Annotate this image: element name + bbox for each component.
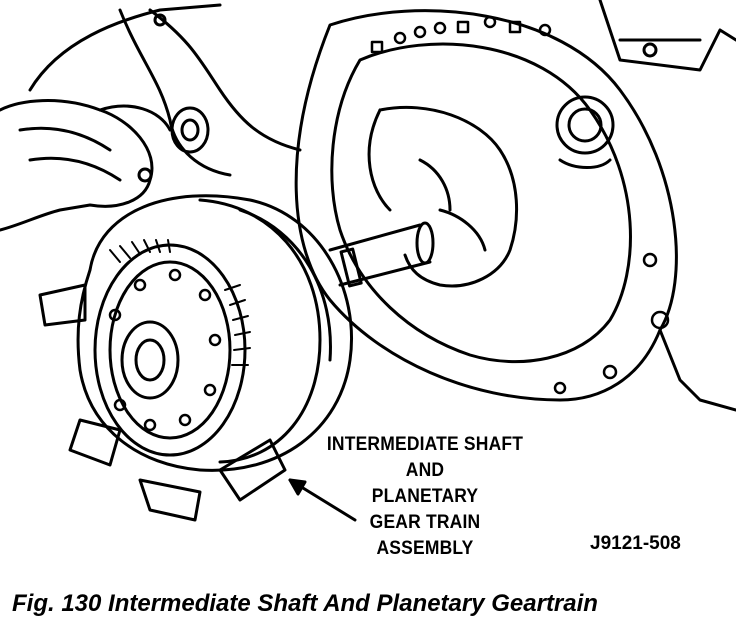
figure-code: J9121-508 (590, 533, 681, 554)
gear-train-drum-outer (76, 194, 353, 472)
callout-line-4: GEAR TRAIN (369, 512, 481, 533)
carrier-holes (108, 268, 222, 432)
right-hand (378, 105, 518, 288)
transmission-case-outline (28, 3, 302, 152)
technical-illustration (0, 0, 736, 522)
callout-line-5: ASSEMBLY (376, 538, 474, 559)
bell-housing-inner (330, 42, 632, 364)
case-boss (170, 106, 210, 154)
callout-line-2: AND (405, 460, 445, 481)
figure-caption: Fig. 130 Intermediate Shaft And Planetar… (12, 590, 598, 617)
callout-line-3: PLANETARY (371, 486, 479, 507)
callout-line-1: INTERMEDIATE SHAFT (326, 434, 524, 455)
gear-teeth (109, 239, 251, 366)
sun-gear-hub (120, 320, 180, 400)
output-bore (555, 95, 615, 155)
case-right-side (598, 0, 736, 412)
bell-housing-bolt-holes (370, 15, 670, 395)
bell-housing-outer (294, 9, 678, 402)
intermediate-shaft (328, 223, 432, 287)
drum-tabs (38, 283, 287, 522)
planetary-carrier-face (93, 243, 247, 457)
case-upper-left (118, 8, 232, 177)
left-hand (0, 99, 154, 232)
component-callout-label: INTERMEDIATE SHAFT AND PLANETARY GEAR TR… (310, 432, 540, 562)
